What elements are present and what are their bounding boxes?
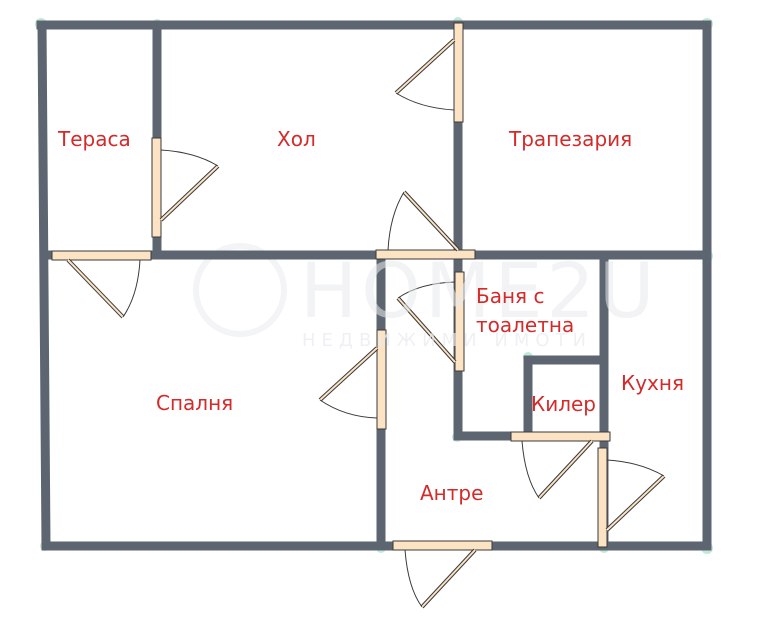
watermark-logo xyxy=(193,243,287,337)
watermark-tagline: НЕДВИЖИМИ ИМОТИ xyxy=(302,330,592,351)
room-label-bathroom-line1: Баня с xyxy=(476,284,545,308)
room-label-bathroom-line2: тоалетна xyxy=(476,313,575,337)
room-label-pantry: Килер xyxy=(531,392,596,416)
room-label-dining: Трапезария xyxy=(509,127,633,151)
room-label-entrance: Антре xyxy=(420,481,484,505)
room-label-bedroom: Спалня xyxy=(156,391,234,415)
room-label-kitchen: Кухня xyxy=(621,371,684,395)
watermark-brand: HOME2U xyxy=(300,246,659,335)
room-label-terrace: Тераса xyxy=(58,127,131,151)
room-label-hall: Хол xyxy=(277,127,316,151)
doors xyxy=(51,22,666,609)
